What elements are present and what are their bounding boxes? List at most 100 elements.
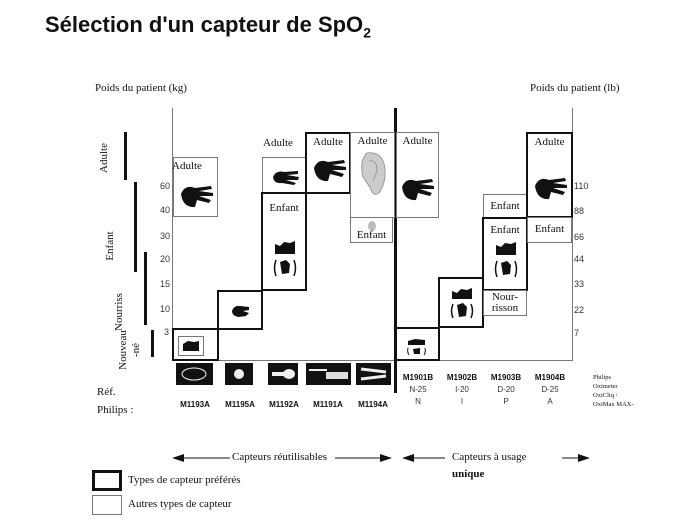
sensor-icon	[360, 367, 387, 381]
sensor-box-m1194a-adult: Adulte	[350, 132, 395, 218]
sensor-box-m1193a-adult: Adulte	[172, 157, 218, 217]
disposable-type: N-25	[409, 385, 427, 394]
reusable-range-label: Capteurs réutilisables	[232, 451, 328, 463]
box-label-part: Nour-	[491, 291, 519, 303]
tick-right: 44	[574, 254, 585, 264]
title-subscript: 2	[363, 24, 371, 41]
note-line: OxiMax MAX-	[593, 401, 634, 408]
box-label: Adulte	[263, 137, 293, 149]
sensor-box-m1193a-newborn	[172, 328, 219, 361]
reusable-disposable-divider	[394, 108, 397, 393]
disposable-range-label-2: unique	[452, 468, 485, 480]
foot-icon	[183, 341, 199, 351]
box-label: Enfant	[269, 202, 299, 214]
reusable-code: M1191A	[313, 400, 343, 409]
sensor-icon	[309, 369, 348, 379]
box-label: Enfant	[534, 223, 565, 235]
sensor-box-m1903b-infant: Nour-risson	[483, 290, 527, 316]
note-line: OxiCliq /	[593, 392, 618, 399]
legend-label-preferred: Types de capteur préférés	[128, 474, 241, 486]
sensor-box-m1904b-child: Enfant	[527, 217, 572, 243]
range-arrows	[172, 454, 590, 462]
note-line: Philips	[593, 374, 612, 381]
age-bar-child	[134, 182, 137, 272]
sensor-box-m1195a-infant	[217, 290, 263, 330]
small-hand-icon	[232, 305, 249, 317]
tick-right: 88	[574, 206, 585, 216]
right-axis-line	[572, 108, 573, 361]
reusable-code: M1192A	[269, 400, 299, 409]
box-label: Enfant	[356, 229, 387, 241]
disposable-code: M1901B	[402, 373, 434, 382]
sensor-box-m1192a-child: Enfant	[261, 192, 307, 291]
title-text: Sélection d'un capteur de SpO	[45, 12, 364, 37]
disposable-code: M1902B	[446, 373, 478, 382]
age-bar-adult	[124, 132, 127, 180]
page-title: Sélection d'un capteur de SpO2	[45, 12, 371, 40]
hand-icon	[273, 171, 299, 185]
finger-clip-icon	[450, 288, 474, 319]
hand-icon	[535, 178, 567, 200]
tick-right: 33	[574, 279, 585, 289]
tick-left: 20	[160, 254, 171, 264]
disposable-type: I-20	[455, 385, 469, 394]
sensor-box-m1194a-child: Enfant	[350, 217, 393, 243]
tick-right: 22	[574, 305, 585, 315]
age-bar-infant	[144, 252, 147, 325]
sensor-image-m1195a	[225, 363, 253, 385]
sensor-image-m1193a	[176, 363, 213, 385]
age-label-child: Enfant	[104, 231, 116, 261]
box-label-part: risson	[491, 302, 519, 314]
box-label: Adulte	[313, 136, 343, 148]
box-label: Enfant	[490, 224, 520, 236]
left-axis-line	[172, 108, 173, 361]
sensor-box-m1904b-adult: Adulte	[526, 132, 573, 218]
reusable-code: M1195A	[225, 400, 255, 409]
age-label-adult: Adulte	[98, 143, 110, 173]
age-label-newborn: Nouveau	[117, 330, 129, 370]
note-line: Oximeter	[593, 383, 618, 390]
reusable-code: M1194A	[358, 400, 388, 409]
age-bar-newborn	[151, 330, 154, 357]
sensor-box-m1902b-infant	[438, 277, 484, 328]
philips-note: Philips Oximeter OxiCliq / OxiMax MAX-	[593, 373, 634, 409]
ref-label: Réf.	[97, 386, 116, 398]
hand-icon	[402, 179, 434, 201]
disposable-code: M1903B	[490, 373, 522, 382]
disposable-size: N	[415, 397, 421, 406]
sensor-image-m1192a	[268, 363, 298, 385]
tick-right: 110	[574, 181, 589, 191]
sensor-box-m1903b-child-alt: Enfant	[483, 194, 527, 218]
hand-icon	[181, 186, 213, 208]
box-label: Adulte	[357, 135, 388, 147]
sensor-box-m1192a-adult	[262, 157, 306, 194]
left-axis-label: Poids du patient (kg)	[95, 82, 187, 94]
tick-left: 10	[160, 304, 171, 314]
disposable-size: A	[547, 397, 553, 406]
tick-left: 30	[160, 231, 171, 241]
hand-icon	[314, 160, 346, 182]
philips-label: Philips :	[97, 404, 134, 416]
disposable-type: D-20	[497, 385, 515, 394]
legend-swatch-preferred	[92, 470, 122, 491]
legend-label-other: Autres types de capteur	[128, 498, 232, 510]
box-label: Enfant	[490, 200, 520, 212]
sensor-box-m1191a-adult: Adulte	[305, 132, 351, 194]
disposable-size: I	[460, 397, 464, 406]
right-axis-label: Poids du patient (lb)	[530, 82, 620, 94]
tick-left: 60	[160, 181, 171, 191]
sensor-icon	[234, 369, 244, 379]
tick-right: 7	[574, 328, 580, 338]
reusable-code: M1193A	[180, 400, 210, 409]
disposable-type: D-25	[541, 385, 559, 394]
age-label-newborn-suffix: -né	[130, 342, 142, 358]
sensor-box-m1901b-newborn	[395, 327, 440, 361]
sensor-icon	[181, 367, 207, 381]
arrow-left-head-icon	[402, 454, 414, 462]
bottom-axis-line	[172, 360, 573, 361]
legend-swatch-other	[92, 495, 122, 515]
disposable-code: M1904B	[534, 373, 566, 382]
tick-right: 66	[574, 232, 585, 242]
finger-clip-icon	[494, 242, 518, 278]
